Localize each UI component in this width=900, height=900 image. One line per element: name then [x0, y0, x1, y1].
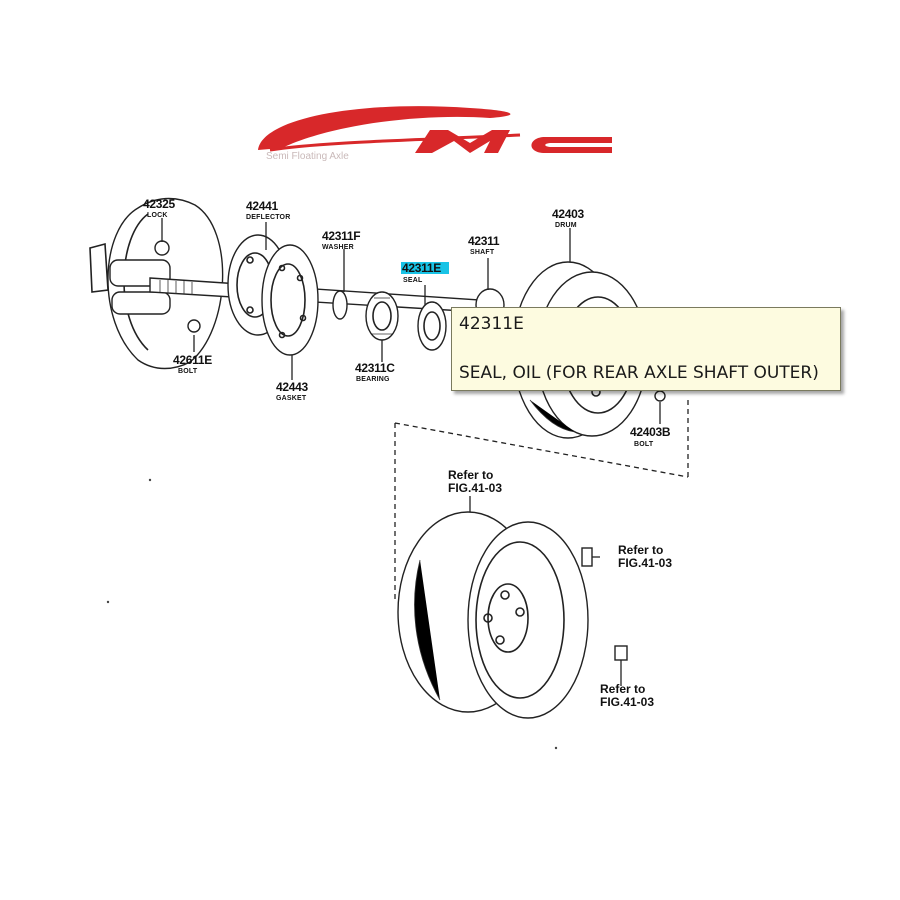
washer-part — [332, 290, 348, 320]
svg-text:FIG.41-03: FIG.41-03 — [618, 556, 672, 570]
reference-stud[interactable]: Refer to FIG.41-03 — [618, 543, 672, 570]
svg-text:BOLT: BOLT — [178, 368, 198, 375]
tooltip-part-number: 42311E — [459, 314, 524, 334]
seal-part — [417, 301, 447, 351]
callout-bearing[interactable]: 42311C BEARING — [355, 361, 396, 383]
callout-deflector[interactable]: 42441 DEFLECTOR — [246, 199, 290, 221]
svg-text:42403: 42403 — [552, 207, 584, 221]
callout-lock[interactable]: 42325 LOCK — [143, 197, 176, 219]
svg-text:DRUM: DRUM — [555, 222, 577, 229]
tooltip-part-description: SEAL, OIL (FOR REAR AXLE SHAFT OUTER) — [459, 363, 819, 383]
svg-text:WASHER: WASHER — [322, 244, 354, 251]
svg-text:SHAFT: SHAFT — [470, 249, 495, 256]
callout-bolt-left[interactable]: 42611E BOLT — [173, 353, 213, 375]
scan-dot — [554, 746, 558, 750]
svg-text:FIG.41-03: FIG.41-03 — [600, 695, 654, 709]
svg-text:42441: 42441 — [246, 199, 278, 213]
callout-shaft[interactable]: 42311 SHAFT — [468, 234, 500, 256]
svg-text:42403B: 42403B — [630, 425, 671, 439]
svg-text:42443: 42443 — [276, 380, 308, 394]
svg-text:Refer to: Refer to — [618, 543, 663, 557]
svg-text:DEFLECTOR: DEFLECTOR — [246, 214, 290, 221]
road-wheel — [397, 511, 589, 719]
svg-text:42611E: 42611E — [173, 353, 212, 367]
svg-text:SEAL: SEAL — [403, 277, 423, 284]
part-tooltip: 42311E SEAL, OIL (FOR REAR AXLE SHAFT OU… — [451, 307, 841, 391]
gasket-part — [261, 244, 319, 356]
svg-text:LOCK: LOCK — [147, 212, 168, 219]
svg-text:GASKET: GASKET — [276, 395, 307, 402]
bearing-part — [365, 291, 399, 341]
wheel-stud — [581, 547, 593, 567]
svg-text:42325: 42325 — [143, 197, 175, 211]
reference-wheel[interactable]: Refer to FIG.41-03 — [448, 468, 502, 495]
callout-washer[interactable]: 42311F WASHER — [322, 229, 361, 251]
seal-callout-highlight — [401, 262, 449, 274]
svg-text:BEARING: BEARING — [356, 376, 390, 383]
callout-drum[interactable]: 42403 DRUM — [552, 207, 585, 229]
wheel-nut — [614, 645, 628, 661]
callout-bolt-right[interactable]: 42403B BOLT — [630, 425, 671, 448]
assembly-dashed-outline — [394, 400, 689, 600]
svg-text:FIG.41-03: FIG.41-03 — [448, 481, 502, 495]
callout-gasket[interactable]: 42443 GASKET — [276, 380, 309, 402]
scan-dot — [106, 600, 110, 604]
leader-lines — [161, 218, 661, 686]
reference-nut[interactable]: Refer to FIG.41-03 — [600, 682, 654, 709]
svg-text:Refer to: Refer to — [448, 468, 493, 482]
logo-subtitle: Semi Floating Axle — [266, 151, 349, 162]
svg-text:BOLT: BOLT — [634, 441, 654, 448]
svg-text:42311E: 42311E — [402, 261, 441, 275]
svg-text:42311C: 42311C — [355, 361, 395, 375]
svg-text:Refer to: Refer to — [600, 682, 645, 696]
brand-logo: Semi Floating Axle — [258, 106, 612, 162]
svg-text:42311: 42311 — [468, 234, 500, 248]
callout-seal[interactable]: 42311E SEAL — [402, 261, 442, 284]
svg-text:42311F: 42311F — [322, 229, 360, 243]
scan-dot — [148, 478, 152, 482]
